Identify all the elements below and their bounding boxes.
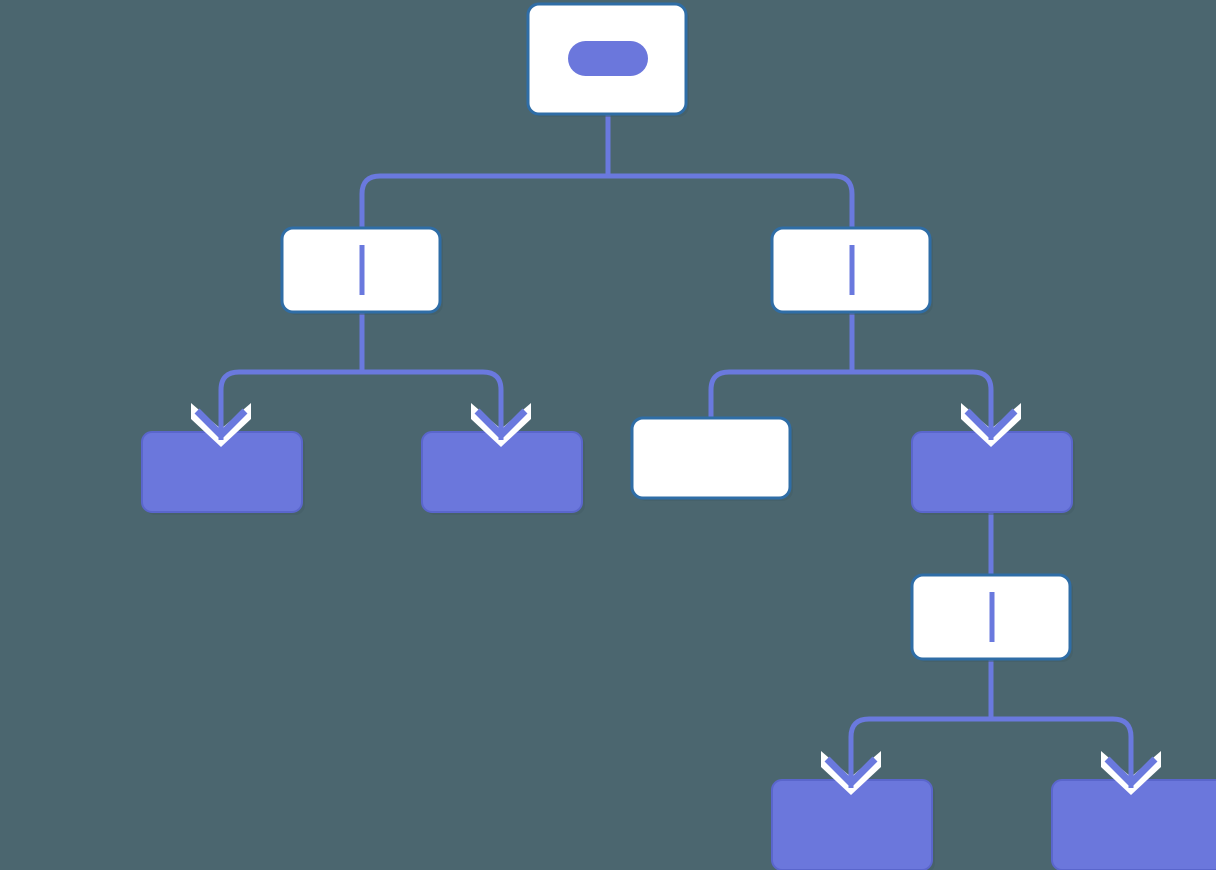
leaf-node-4[interactable] <box>771 779 935 870</box>
branch-node-left-bar-glyph <box>359 245 365 295</box>
leaf-node-5[interactable] <box>1051 779 1216 870</box>
edge-branch-left-to-leaf-2 <box>362 369 504 442</box>
branch-node-right-bar-glyph <box>849 245 855 295</box>
leaf-node-5-body[interactable] <box>1051 779 1216 870</box>
branch-node-deep[interactable] <box>911 431 1075 515</box>
arrowhead-layer <box>191 400 1161 795</box>
branch-node-left[interactable] <box>280 226 443 315</box>
root-node-pill-glyph <box>568 41 648 76</box>
leaf-node-3[interactable] <box>630 416 793 501</box>
edge-root-to-branch-left <box>359 173 608 232</box>
edge-branch-lower-to-leaf-5 <box>991 716 1134 790</box>
branch-node-lower[interactable] <box>910 573 1073 662</box>
root-node[interactable] <box>526 2 689 117</box>
edge-branch-right-to-leaf-3 <box>708 369 852 420</box>
edge-branch-lower-to-leaf-4 <box>848 716 991 790</box>
edge-root-to-branch-right <box>608 173 855 232</box>
leaf-node-1[interactable] <box>141 431 305 515</box>
edge-branch-right-to-branch-deep <box>852 369 994 442</box>
leaf-node-3-body[interactable] <box>630 416 792 500</box>
branch-node-lower-bar-glyph <box>989 592 995 642</box>
branch-node-right[interactable] <box>770 226 933 315</box>
edge-branch-left-to-leaf-1 <box>218 369 362 442</box>
